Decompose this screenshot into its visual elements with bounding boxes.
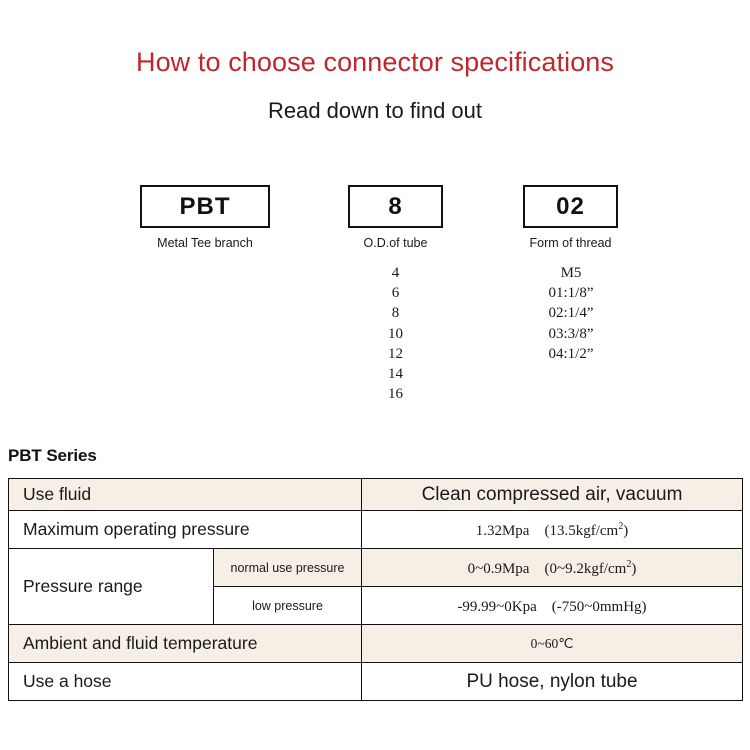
value-superscript: 2 xyxy=(626,559,632,570)
thread-form-option: 02:1/4” xyxy=(548,305,594,322)
code-box-tube-od: 8 xyxy=(348,185,443,228)
tube-size-option: 6 xyxy=(391,285,400,302)
tube-size-option: 4 xyxy=(391,265,400,281)
row-sublabel: low pressure xyxy=(213,586,362,625)
tube-size-list: 4 6 8 10 12 14 16 xyxy=(348,263,443,404)
series-heading: PBT Series xyxy=(8,446,97,465)
row-value: 0~60℃ xyxy=(361,624,743,663)
code-box-series: PBT xyxy=(140,185,270,228)
page-subtitle: Read down to find out xyxy=(267,98,483,123)
value-suffix: ) xyxy=(631,561,637,577)
row-sublabel: normal use pressure xyxy=(213,548,362,587)
thread-form-option: M5 xyxy=(560,265,582,281)
tube-size-option: 8 xyxy=(391,305,400,322)
caption-series: Metal Tee branch xyxy=(157,236,253,250)
table-row: Use a hose PU hose, nylon tube xyxy=(8,662,743,701)
row-label: Ambient and fluid temperature xyxy=(8,624,362,663)
thread-form-option: 03:3/8” xyxy=(548,325,594,342)
tube-size-option: 10 xyxy=(388,325,403,342)
row-value: Clean compressed air, vacuum xyxy=(361,478,743,511)
table-row: Ambient and fluid temperature 0~60℃ xyxy=(8,624,743,663)
code-box-thread: 02 xyxy=(523,185,618,228)
value-text: 1.32Mpa (13.5kgf/cm xyxy=(475,523,619,539)
row-label: Use a hose xyxy=(8,662,362,701)
tube-size-option: 16 xyxy=(388,386,403,403)
table-row: Use fluid Clean compressed air, vacuum xyxy=(8,478,743,511)
row-label: Maximum operating pressure xyxy=(8,510,362,549)
thread-form-list: M5 01:1/8” 02:1/4” 03:3/8” 04:1/2” xyxy=(511,263,631,364)
row-value: -99.99~0Kpa (-750~0mmHg) xyxy=(361,586,743,625)
row-label: Pressure range xyxy=(8,548,214,625)
caption-tube-od: O.D.of tube xyxy=(363,236,428,250)
table-row: Pressure range normal use pressure 0~0.9… xyxy=(8,548,743,625)
caption-thread: Form of thread xyxy=(529,236,612,250)
value-suffix: ) xyxy=(623,523,629,539)
specification-table: Use fluid Clean compressed air, vacuum M… xyxy=(8,478,743,701)
row-value: 0~0.9Mpa (0~9.2kgf/cm2) xyxy=(361,548,743,587)
thread-form-option: 01:1/8” xyxy=(548,285,594,302)
value-text: 0~0.9Mpa (0~9.2kgf/cm xyxy=(467,561,627,577)
tube-size-option: 14 xyxy=(388,366,403,383)
page-title: How to choose connector specifications xyxy=(135,47,615,77)
tube-size-option: 12 xyxy=(388,345,403,362)
value-superscript: 2 xyxy=(618,521,624,532)
row-label: Use fluid xyxy=(8,478,362,511)
row-value: 1.32Mpa (13.5kgf/cm2) xyxy=(361,510,743,549)
thread-form-option: 04:1/2” xyxy=(548,345,594,362)
table-row: Maximum operating pressure 1.32Mpa (13.5… xyxy=(8,510,743,549)
row-value: PU hose, nylon tube xyxy=(361,662,743,701)
